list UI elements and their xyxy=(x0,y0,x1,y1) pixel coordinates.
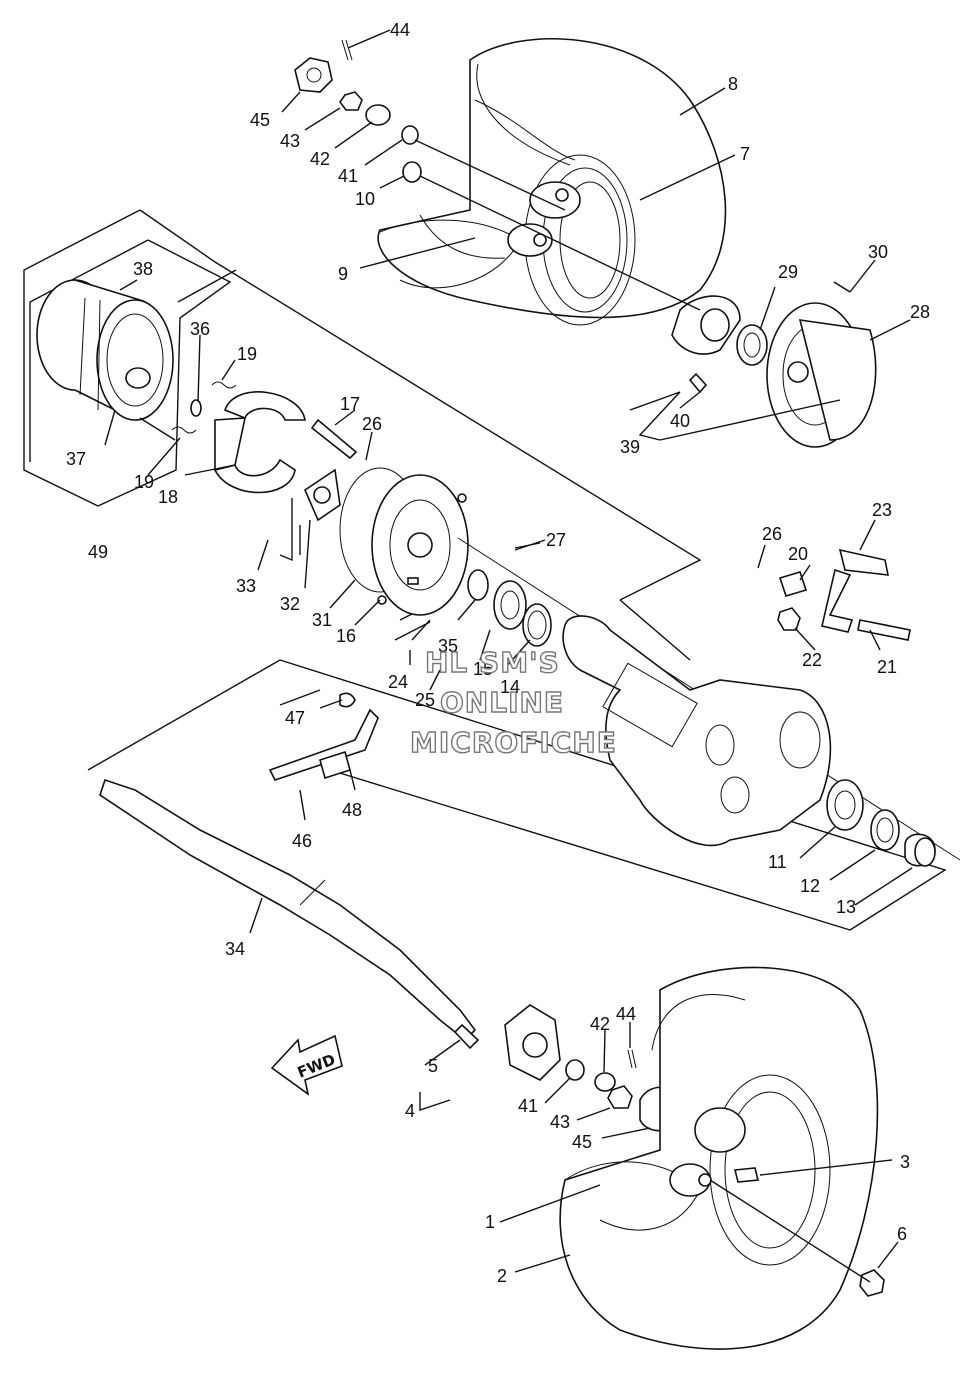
callout-43-bottom: 43 xyxy=(550,1112,570,1132)
callout-49: 49 xyxy=(88,542,108,562)
watermark-line-3: MICROFICHE xyxy=(410,726,617,759)
callout-42-bottom: 42 xyxy=(590,1014,610,1034)
callout-13: 13 xyxy=(836,897,856,917)
drive-shaft xyxy=(99,778,477,1042)
top-fasteners xyxy=(294,39,422,183)
callout-41: 41 xyxy=(338,166,358,186)
brake-drum xyxy=(36,279,174,421)
callout-6: 6 xyxy=(897,1224,907,1244)
axle-bearings xyxy=(457,537,961,861)
callout-22: 22 xyxy=(802,650,822,670)
watermark-line-1: HL SM'S xyxy=(425,646,560,679)
right-bearings xyxy=(826,779,936,867)
callout-19-bottom: 19 xyxy=(134,472,154,492)
callout-30: 30 xyxy=(868,242,888,262)
callout-33: 33 xyxy=(236,576,256,596)
top-wheel-tire xyxy=(377,38,727,326)
callout-19-top: 19 xyxy=(237,344,257,364)
callout-44: 44 xyxy=(390,20,410,40)
brake-shoes xyxy=(171,381,306,494)
callout-41-bottom: 41 xyxy=(518,1096,538,1116)
callout-21: 21 xyxy=(877,657,897,677)
callout-23: 23 xyxy=(872,500,892,520)
callout-labels: 44 45 43 42 41 10 9 8 7 30 29 28 40 39 3… xyxy=(66,20,930,1286)
callout-14: 14 xyxy=(500,677,520,697)
callout-35: 35 xyxy=(438,636,458,656)
callout-24: 24 xyxy=(388,672,408,692)
watermark-line-2: ONLINE xyxy=(440,686,564,719)
callout-17: 17 xyxy=(340,394,360,414)
callout-39: 39 xyxy=(620,437,640,457)
callout-40: 40 xyxy=(670,411,690,431)
callout-5: 5 xyxy=(428,1056,438,1076)
right-hub-and-cover xyxy=(671,281,877,448)
brake-backing-plate xyxy=(304,418,469,616)
callout-12: 12 xyxy=(800,876,820,896)
axle-housing xyxy=(562,615,832,847)
callout-45-bottom: 45 xyxy=(572,1132,592,1152)
callout-2: 2 xyxy=(497,1266,507,1286)
callout-7: 7 xyxy=(740,144,750,164)
callout-18: 18 xyxy=(158,487,178,507)
bottom-wheel-tire xyxy=(559,966,885,1350)
lower-hub xyxy=(453,1004,687,1132)
callout-32: 32 xyxy=(280,594,300,614)
callout-45: 45 xyxy=(250,110,270,130)
callout-31: 31 xyxy=(312,610,332,630)
callout-46: 46 xyxy=(292,831,312,851)
callout-15: 15 xyxy=(473,659,493,679)
callout-4: 4 xyxy=(405,1101,415,1121)
callout-25: 25 xyxy=(415,690,435,710)
callout-3: 3 xyxy=(900,1152,910,1172)
rod-and-clip xyxy=(268,692,379,781)
callout-43: 43 xyxy=(280,131,300,151)
callout-42: 42 xyxy=(310,149,330,169)
callout-20: 20 xyxy=(788,544,808,564)
callout-11: 11 xyxy=(768,852,787,872)
callout-28: 28 xyxy=(910,302,930,322)
callout-1: 1 xyxy=(485,1212,495,1232)
callout-26-right: 26 xyxy=(762,524,782,544)
leader-lines xyxy=(104,29,913,1283)
callout-37: 37 xyxy=(66,449,86,469)
callout-38: 38 xyxy=(133,259,153,279)
callout-16: 16 xyxy=(336,626,356,646)
callout-26-left: 26 xyxy=(362,414,382,434)
callout-29: 29 xyxy=(778,262,798,282)
callout-8: 8 xyxy=(728,74,738,94)
callout-9: 9 xyxy=(338,264,348,284)
callout-44-bottom: 44 xyxy=(616,1004,636,1024)
callout-36: 36 xyxy=(190,319,210,339)
callout-27: 27 xyxy=(546,530,566,550)
fwd-arrow: FWD xyxy=(270,1034,343,1096)
callout-34: 34 xyxy=(225,939,245,959)
cable-bracket xyxy=(777,548,911,641)
callout-48: 48 xyxy=(342,800,362,820)
callout-10: 10 xyxy=(355,189,375,209)
watermark: HL SM'S ONLINE MICROFICHE xyxy=(409,645,617,759)
callout-47: 47 xyxy=(285,708,305,728)
